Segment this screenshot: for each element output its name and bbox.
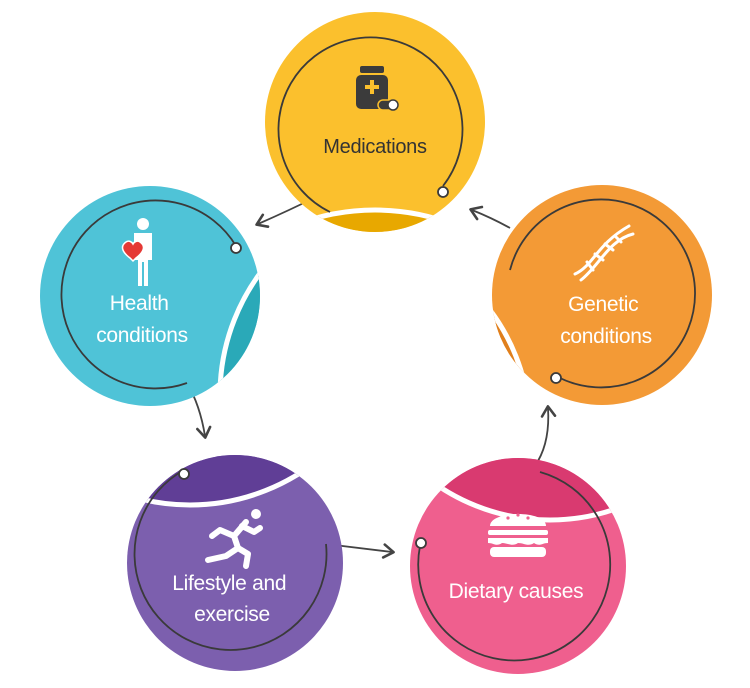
health-inner-line <box>60 199 237 390</box>
genetic-line-dot <box>550 372 562 384</box>
node-medications: Medications <box>265 12 485 232</box>
dna-icon <box>573 224 635 282</box>
dietary-label: Dietary causes <box>449 580 584 603</box>
arrow-dietary-to-genetic <box>537 405 557 462</box>
genetic-label-line-1: Genetic <box>568 293 638 316</box>
lifestyle-inner-line <box>133 469 328 651</box>
health-label: Health conditions <box>96 292 188 347</box>
health-label-line-1: Health <box>110 292 169 315</box>
medications-line-dot <box>437 186 449 198</box>
runner-icon <box>205 509 263 569</box>
dietary-line-dot <box>415 537 427 549</box>
medications-label: Medications <box>323 136 427 158</box>
medications-inner-line <box>277 36 464 213</box>
dietary-inner-line <box>417 471 612 662</box>
dietary-label-line: Dietary causes <box>449 580 584 603</box>
lifestyle-line-dot <box>178 468 190 480</box>
health-circle <box>40 186 260 406</box>
lifestyle-label-line-2: exercise <box>194 603 270 626</box>
lifestyle-label: Lifestyle and exercise <box>172 572 292 626</box>
node-dietary-causes: Dietary causes <box>410 458 626 674</box>
health-label-line-2: conditions <box>96 324 188 347</box>
node-genetic-conditions: Genetic conditions <box>492 185 712 405</box>
medicine-bottle-icon <box>356 66 399 111</box>
genetic-circle <box>492 185 712 405</box>
genetic-label-line-2: conditions <box>560 325 652 348</box>
burger-icon <box>488 513 548 557</box>
arrow-genetic-to-medications <box>469 205 511 229</box>
health-line-dot <box>230 242 242 254</box>
person-heart-icon <box>121 218 152 286</box>
node-lifestyle-exercise: Lifestyle and exercise <box>127 455 343 671</box>
genetic-inner-line <box>509 198 696 389</box>
medications-circle <box>265 12 485 232</box>
medications-label-line: Medications <box>323 136 427 158</box>
lifestyle-label-line-1: Lifestyle and <box>172 572 286 595</box>
genetic-label: Genetic conditions <box>560 293 652 348</box>
lifestyle-circle <box>127 455 343 671</box>
